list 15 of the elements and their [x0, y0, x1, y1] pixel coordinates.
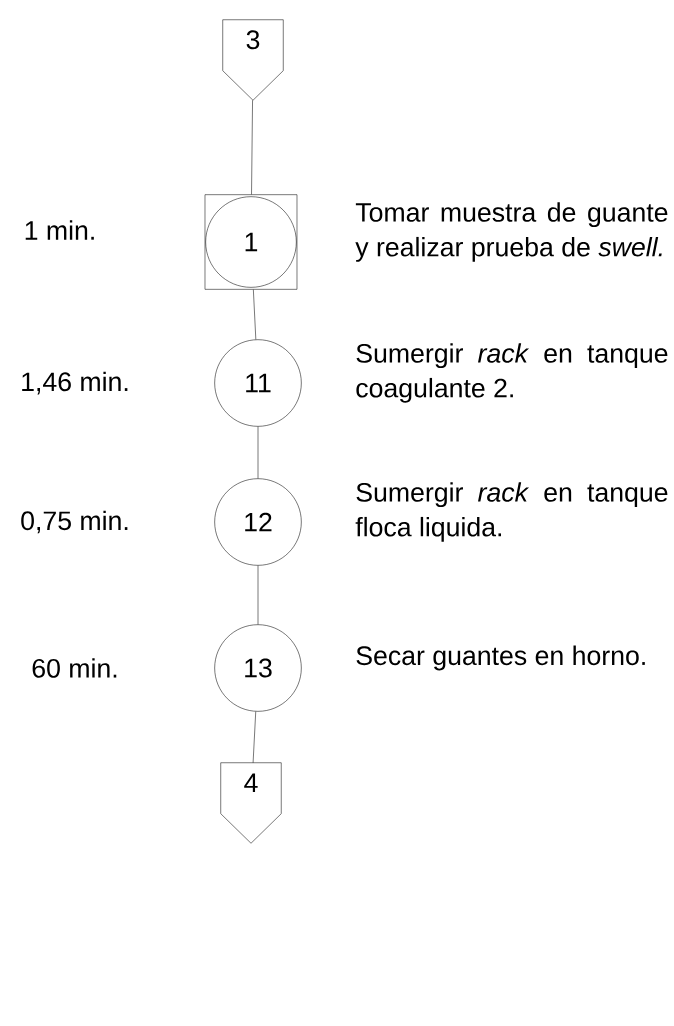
connector-line: [253, 289, 257, 340]
step-description: Secar guantes en horno.: [356, 645, 645, 671]
off-page-connector: 4: [220, 762, 282, 844]
connector-line: [257, 565, 259, 625]
connector-line: [252, 711, 256, 763]
step-description: Tomar muestra de guante y realizar prueba de swell.: [355, 202, 668, 262]
connector-line: [251, 100, 253, 195]
duration-label: 60 min.: [32, 658, 117, 678]
duration-label: 1,46 min.: [22, 371, 128, 395]
connector-line: [257, 426, 259, 479]
step-description: Sumergir rack en tanque coagulante 2.: [356, 343, 668, 403]
off-page-connector: 3: [222, 19, 284, 101]
duration-label: 1 min.: [25, 220, 94, 240]
duration-label: 0,75 min.: [21, 510, 128, 534]
step-description: Sumergir rack en tanque floca liquida.: [355, 482, 668, 542]
